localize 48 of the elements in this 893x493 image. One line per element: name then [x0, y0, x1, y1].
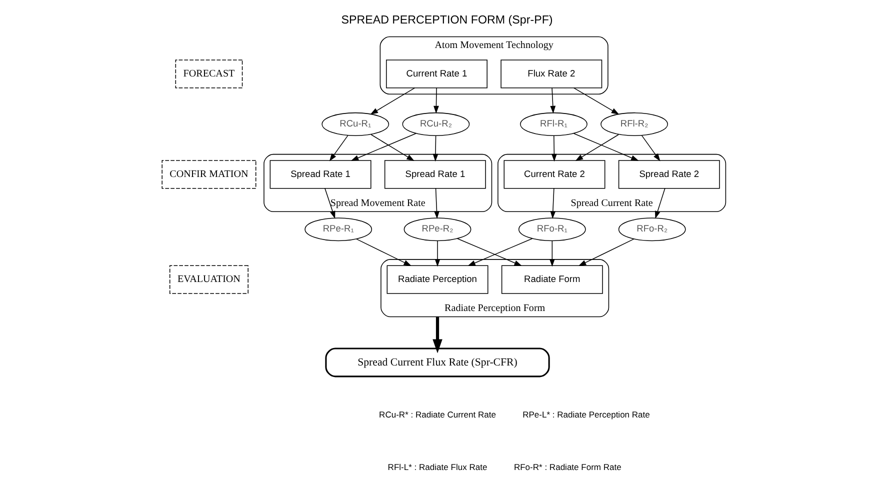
node-ellipse: RPe-R₁ — [304, 218, 372, 242]
node-box: Current Rate 1 — [386, 60, 487, 88]
arrow — [433, 88, 438, 114]
node-ellipse: RFl-R₁ — [520, 112, 587, 136]
node-box: Spread Rate 2 — [618, 160, 720, 189]
arrow — [550, 88, 556, 114]
node-box: EVALUATION — [168, 265, 248, 294]
arrow — [432, 135, 438, 162]
node-ellipse: RPe-R₂ — [403, 218, 471, 242]
arrow — [370, 88, 415, 115]
arrow — [574, 134, 618, 161]
node-box: Spread Rate 1 — [384, 160, 486, 189]
arrow — [640, 135, 660, 162]
node-box: Radiate Form — [500, 265, 602, 294]
arrow — [548, 240, 554, 267]
node-box: Spread Current Flux Rate (Spr-CFR) — [324, 348, 550, 378]
arrow — [328, 135, 348, 162]
arrow — [550, 188, 556, 219]
arrow — [654, 188, 665, 219]
node-box: CONFIR MATION — [161, 160, 256, 189]
arrow — [456, 238, 522, 266]
label: RPe-L* : Radiate Perception Rate — [522, 409, 650, 420]
node-box: Flux Rate 2 — [500, 60, 602, 88]
arrow — [434, 240, 440, 267]
node-ellipse: RFl-R₂ — [600, 112, 668, 136]
node-ellipse: RCu-R₁ — [321, 112, 389, 136]
arrow — [324, 188, 335, 219]
node-ellipse: RCu-R₂ — [402, 112, 470, 136]
label: RFo-R* : Radiate Form Rate — [513, 462, 621, 472]
arrow — [572, 88, 619, 115]
node-box: Radiate Perception — [386, 265, 488, 294]
node-box: Current Rate 2 — [503, 160, 605, 189]
node-box: FORECAST — [174, 60, 242, 88]
arrow — [370, 134, 414, 161]
arrow — [356, 238, 412, 266]
label: RCu-R* : Radiate Current Rate — [378, 409, 496, 420]
node-box: Spread Rate 1 — [269, 160, 371, 189]
arrow — [572, 133, 638, 161]
arrow — [550, 135, 556, 162]
arrow — [350, 133, 416, 161]
arrow — [434, 188, 439, 219]
node-ellipse: RFo-R₂ — [618, 218, 686, 242]
label: RFl-L* : Radiate Flux Rate — [387, 462, 487, 472]
arrow — [467, 238, 532, 266]
diagram-title: SPREAD PERCEPTION FORM (Spr-PF) — [340, 14, 552, 27]
arrow — [432, 316, 442, 354]
arrow — [578, 238, 634, 266]
node-ellipse: RFo-R₁ — [518, 218, 586, 242]
